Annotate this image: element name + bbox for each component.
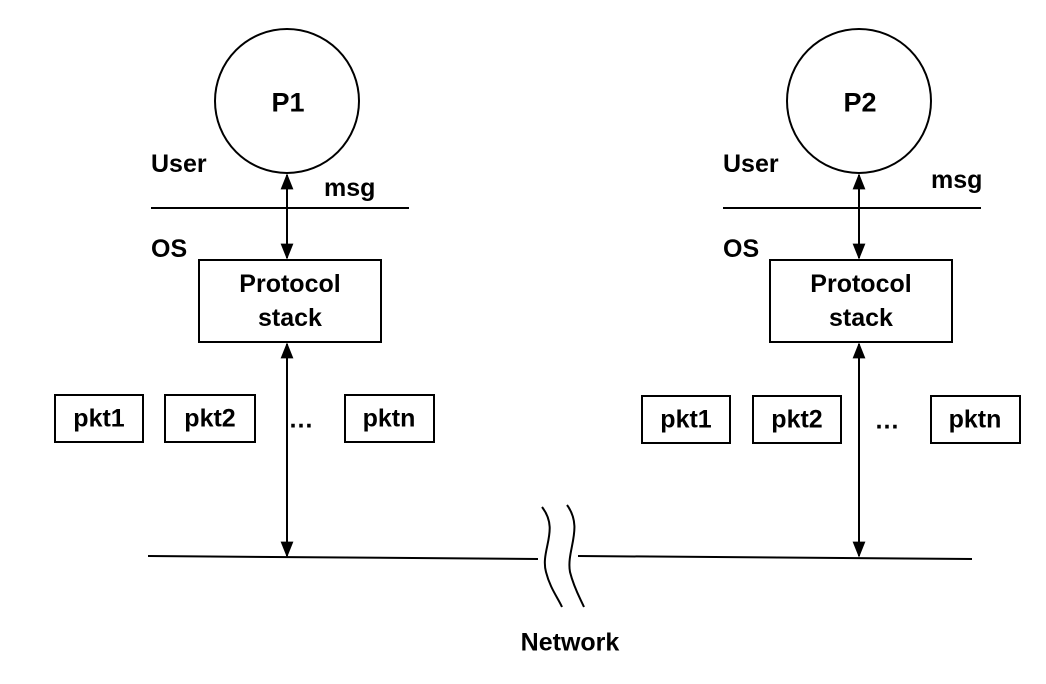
p1-process-label: P1	[271, 87, 305, 118]
p2-pkt2-box	[752, 395, 842, 444]
p2-msg-label: msg	[931, 166, 983, 194]
p1-msg-label: msg	[324, 174, 376, 202]
p1-process-circle	[214, 28, 360, 174]
p2-process-label: P2	[843, 87, 877, 118]
p2-protocol-stack-label: Protocol stack	[810, 267, 911, 335]
p1-pkt2-label: pkt2	[184, 404, 236, 433]
p1-pkt1-label: pkt1	[73, 404, 125, 433]
p2-ellipsis: …	[874, 406, 900, 435]
p2-stack-line2: stack	[829, 304, 893, 332]
p1-pkt1-box	[54, 394, 144, 443]
p2-pkt1-box	[641, 395, 731, 444]
p1-stack-line1: Protocol	[239, 270, 341, 298]
p2-stack-line1: Protocol	[810, 270, 912, 298]
p2-pktn-box	[930, 395, 1021, 444]
network-line-right	[577, 555, 973, 560]
p2-process-circle	[786, 28, 932, 174]
network-line-left	[147, 555, 539, 560]
p1-pktn-label: pktn	[362, 404, 416, 433]
p1-os-label: OS	[151, 235, 188, 263]
p2-pktn-label: pktn	[948, 405, 1002, 434]
p1-protocol-stack-box	[198, 259, 382, 343]
p2-user-label: User	[723, 150, 779, 178]
network-break-symbol-2	[566, 504, 585, 608]
network-label: Network	[520, 628, 620, 657]
network-break-symbol	[541, 506, 563, 608]
p2-pkt1-label: pkt1	[660, 405, 712, 434]
p1-ellipsis: …	[288, 405, 314, 434]
p1-stack-line2: stack	[258, 304, 322, 332]
p1-user-label: User	[151, 150, 207, 178]
p2-pkt2-label: pkt2	[771, 405, 823, 434]
p2-protocol-stack-box	[769, 259, 953, 343]
p1-pkt2-box	[164, 394, 256, 443]
p2-os-label: OS	[723, 235, 760, 263]
p1-pktn-box	[344, 394, 435, 443]
p1-protocol-stack-label: Protocol stack	[239, 267, 340, 335]
